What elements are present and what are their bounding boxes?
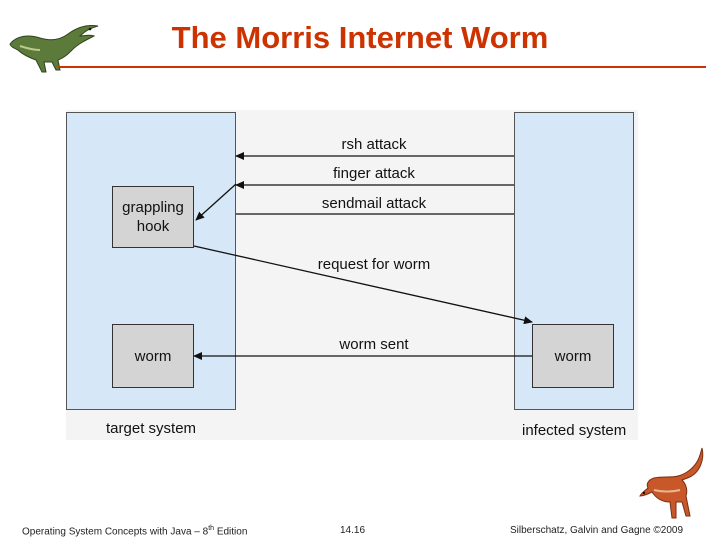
grappling-hook-box: grappling hook <box>112 186 194 248</box>
footer-book-title: Operating System Concepts with Java – 8t… <box>22 525 248 538</box>
target-system-label: target system <box>106 420 197 437</box>
title-underline <box>58 66 706 68</box>
dinosaur-logo-bottom <box>639 447 704 519</box>
infected-system-label: infected system <box>522 422 627 439</box>
footer-copyright: Silberschatz, Galvin and Gagne ©2009 <box>510 525 684 536</box>
rsh-attack-label: rsh attack <box>341 136 407 153</box>
worm-infected-box: worm <box>532 324 614 388</box>
footer-page-number: 14.16 <box>340 525 366 536</box>
worm-sent-label: worm sent <box>339 336 409 353</box>
dinosaur-logo-top <box>9 25 99 73</box>
request-for-worm-label: request for worm <box>317 256 431 273</box>
finger-attack-label: finger attack <box>333 165 415 182</box>
sendmail-attack-label: sendmail attack <box>321 195 427 212</box>
worm-target-box: worm <box>112 324 194 388</box>
slide-title: The Morris Internet Worm <box>171 20 549 55</box>
